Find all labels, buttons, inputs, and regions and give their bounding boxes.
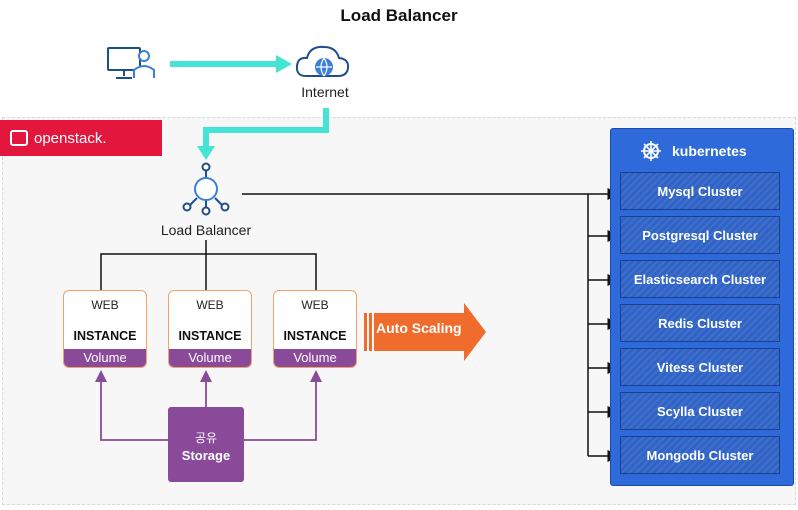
instance-type: WEB [196,298,224,312]
instance-name: INSTANCE [73,329,137,343]
load-balancer-icon [182,162,230,216]
instance-type: WEB [301,298,329,312]
diagram-title: Load Balancer [340,6,458,25]
internet-label: Internet [301,84,349,100]
lb-to-instances-lines [100,240,317,290]
cluster-mysql: Mysql Cluster [620,172,780,210]
cluster-vitess: Vitess Cluster [620,348,780,386]
instance-name: INSTANCE [283,329,347,343]
kubernetes-header: kubernetes [640,140,747,162]
user-desktop-icon [107,47,155,79]
cluster-redis: Redis Cluster [620,304,780,342]
kubernetes-title: kubernetes [672,143,747,159]
instance-name: INSTANCE [178,329,242,343]
openstack-badge-label: openstack. [34,129,107,147]
instance-volume: Volume [274,349,356,367]
lb-to-k8s-lines [242,188,620,462]
load-balancer-label: Load Balancer [160,222,252,238]
instance-volume: Volume [169,349,251,367]
web-instance-2: WEB INSTANCE Volume [168,290,252,368]
kubernetes-helm-icon [641,141,661,161]
instance-type: WEB [91,298,119,312]
cluster-postgresql: Postgresql Cluster [620,216,780,254]
internet-to-lb-arrow [197,108,329,160]
openstack-badge: openstack. [0,120,162,156]
storage-line2: Storage [181,448,231,463]
storage-to-volume-lines [95,370,322,441]
autoscaling-label: Auto Scaling [376,320,462,336]
cluster-elasticsearch: Elasticsearch Cluster [620,260,780,298]
user-to-internet-arrow [170,55,292,73]
storage-line1: 공유 [194,431,218,445]
shared-storage: 공유 Storage [168,407,244,482]
autoscaling-arrow [364,303,486,361]
cluster-scylla: Scylla Cluster [620,392,780,430]
instance-volume: Volume [64,349,146,367]
cluster-mongodb: Mongodb Cluster [620,436,780,474]
internet-cloud-icon [295,45,350,77]
web-instance-3: WEB INSTANCE Volume [273,290,357,368]
web-instance-1: WEB INSTANCE Volume [63,290,147,368]
openstack-logo-icon [10,130,28,146]
